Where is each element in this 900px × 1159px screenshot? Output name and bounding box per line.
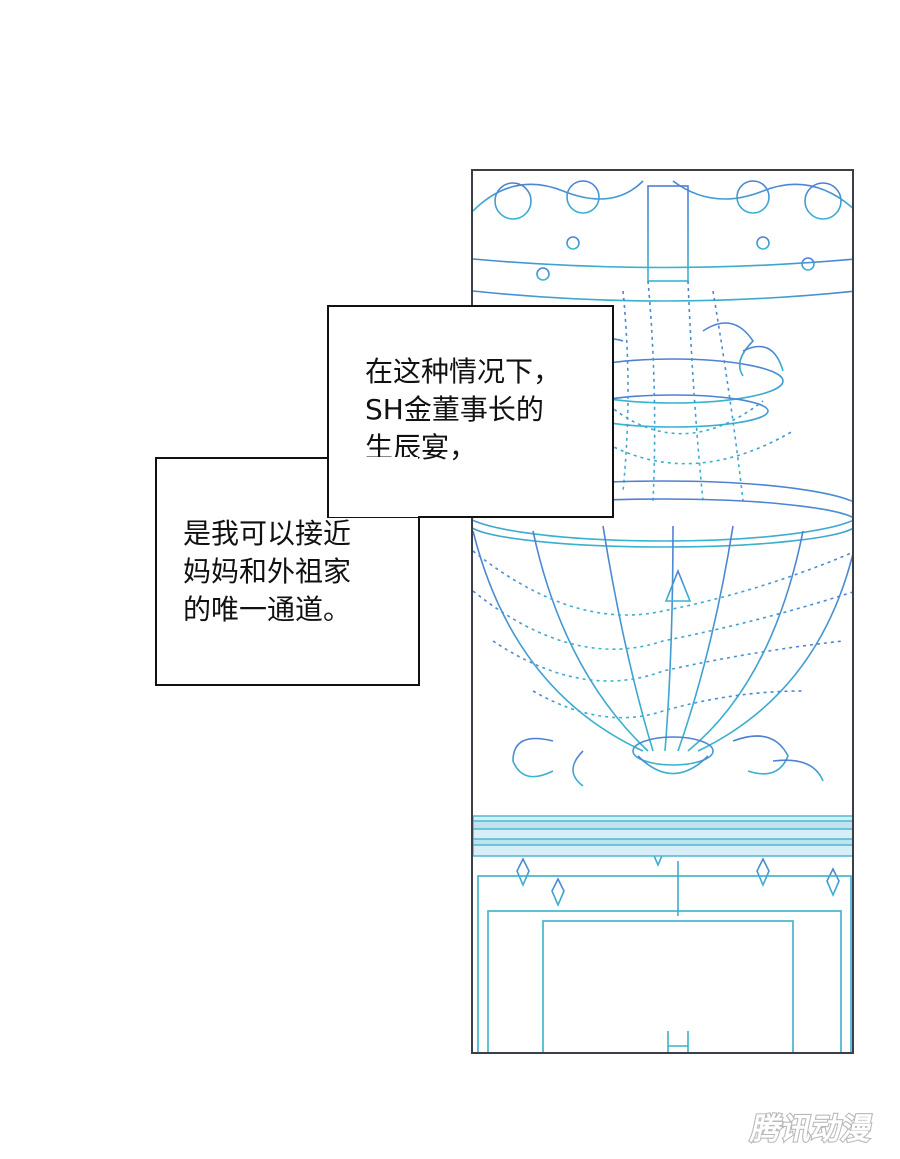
narration-box-bottom: 是我可以接近 妈妈和外祖家 的唯一通道。 <box>155 457 420 686</box>
chandelier-drawing <box>473 180 852 1052</box>
caption-join <box>329 457 418 517</box>
narration-line: SH金董事长的 <box>365 393 544 426</box>
chandelier-illustration-panel <box>471 169 854 1054</box>
narration-line: 是我可以接近 <box>183 517 352 550</box>
narration-line: 在这种情况下， <box>365 355 562 388</box>
watermark-logo: 腾讯动漫 <box>747 1111 877 1147</box>
watermark-text: 腾讯动漫 <box>748 1112 876 1147</box>
narration-line: 的唯一通道。 <box>183 593 352 626</box>
narration-line: 妈妈和外祖家 <box>183 555 352 588</box>
